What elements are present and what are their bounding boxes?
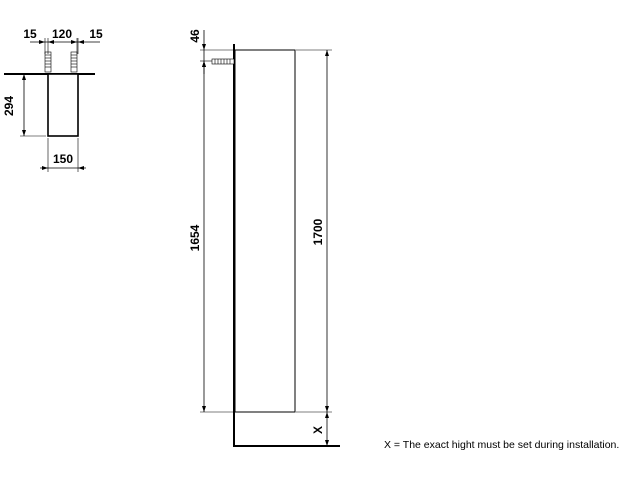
top-view: 15 120 15 294 150 [2,27,103,172]
dim-label-1654: 1654 [188,224,202,251]
dim-label-15-left: 15 [23,27,37,41]
side-view: 46 1654 1700 X [188,29,340,447]
side-view-screw [211,58,235,65]
dim-label-46: 46 [188,29,202,43]
side-view-cabinet [234,49,296,413]
dim-label-1700: 1700 [311,218,325,245]
top-view-cabinet [47,73,79,137]
top-view-screw-left [44,51,52,73]
dim-label-x: X [311,426,325,434]
dim-label-150: 150 [53,152,73,166]
dim-label-15-right: 15 [89,27,103,41]
top-view-screw-right [70,51,78,73]
installation-note: X = The exact hight must be set during i… [384,439,619,451]
dim-label-294: 294 [2,96,16,116]
dim-label-120: 120 [52,27,72,41]
